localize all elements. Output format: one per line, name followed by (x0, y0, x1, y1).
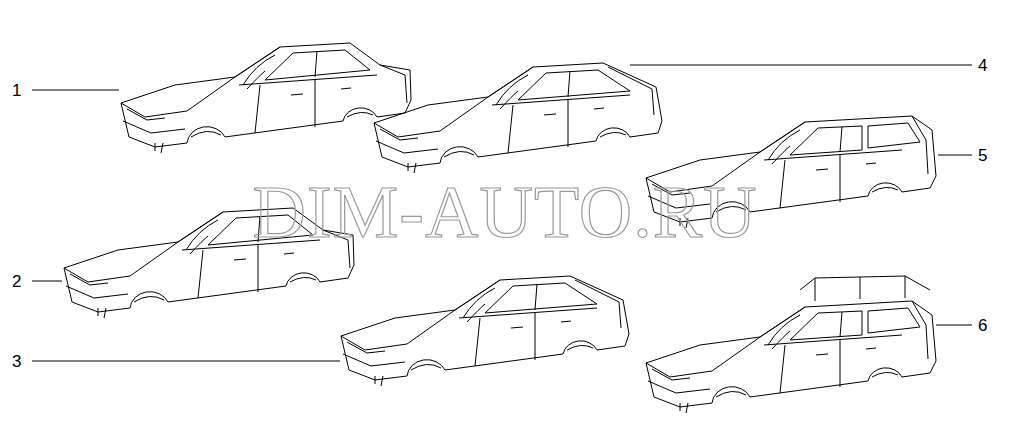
callout-number: 3 (12, 353, 21, 370)
watermark: DIM-AUTO.RU (252, 175, 757, 249)
callout-number: 5 (978, 147, 987, 164)
callout-number: 6 (978, 317, 987, 334)
leader-lines (32, 65, 972, 361)
callout-number: 1 (12, 82, 21, 99)
callout-number: 4 (978, 57, 987, 74)
callout-number: 2 (12, 273, 21, 290)
